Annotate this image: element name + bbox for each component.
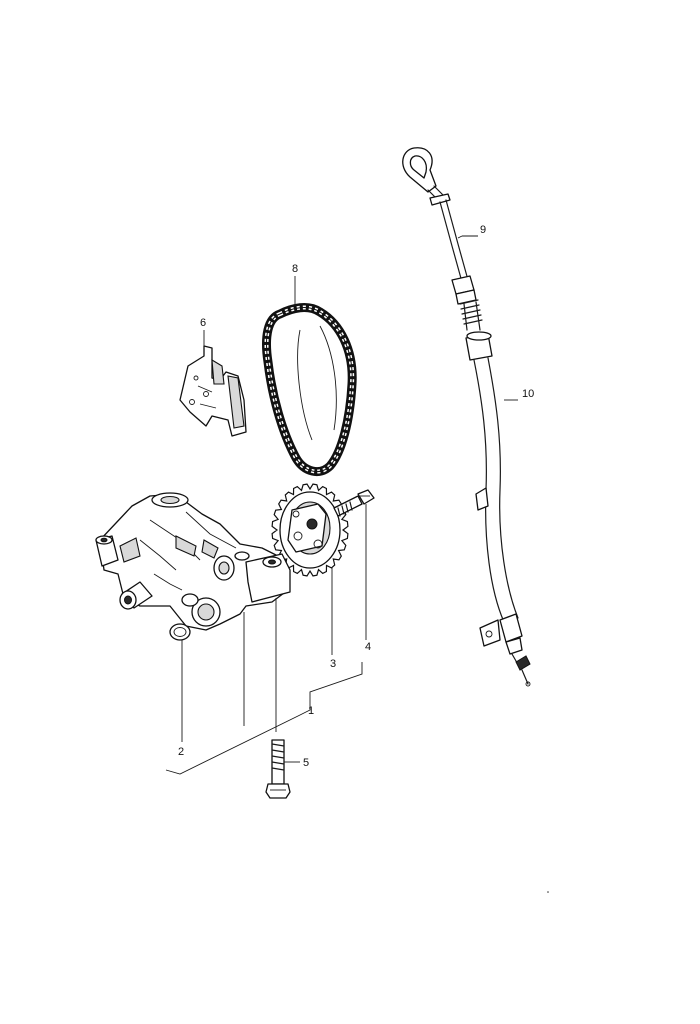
o-ring[interactable]: [169, 623, 191, 641]
callout-4: 4: [365, 641, 371, 653]
baffle-bracket[interactable]: [179, 345, 247, 437]
dipstick[interactable]: [402, 147, 483, 331]
callout-6: 6: [200, 317, 206, 329]
callout-8: 8: [292, 263, 298, 275]
speck-dot: [547, 891, 549, 893]
oil-pump-housing[interactable]: [95, 492, 291, 631]
leader-lines: [165, 235, 518, 775]
oil-pump-sprocket[interactable]: [271, 483, 349, 577]
guide-tube[interactable]: [465, 331, 531, 687]
callout-3: 3: [330, 658, 336, 670]
callout-5: 5: [303, 757, 309, 769]
timing-chain[interactable]: [262, 303, 357, 477]
long-bolt[interactable]: [265, 739, 291, 799]
callout-9: 9: [480, 224, 486, 236]
callout-1: 1: [308, 705, 314, 717]
sprocket-bolt[interactable]: [333, 489, 375, 517]
callout-2: 2: [178, 746, 184, 758]
callout-10: 10: [522, 388, 534, 400]
callout-labels: 1 2 3 4 5 6 8 9 10: [178, 224, 534, 769]
